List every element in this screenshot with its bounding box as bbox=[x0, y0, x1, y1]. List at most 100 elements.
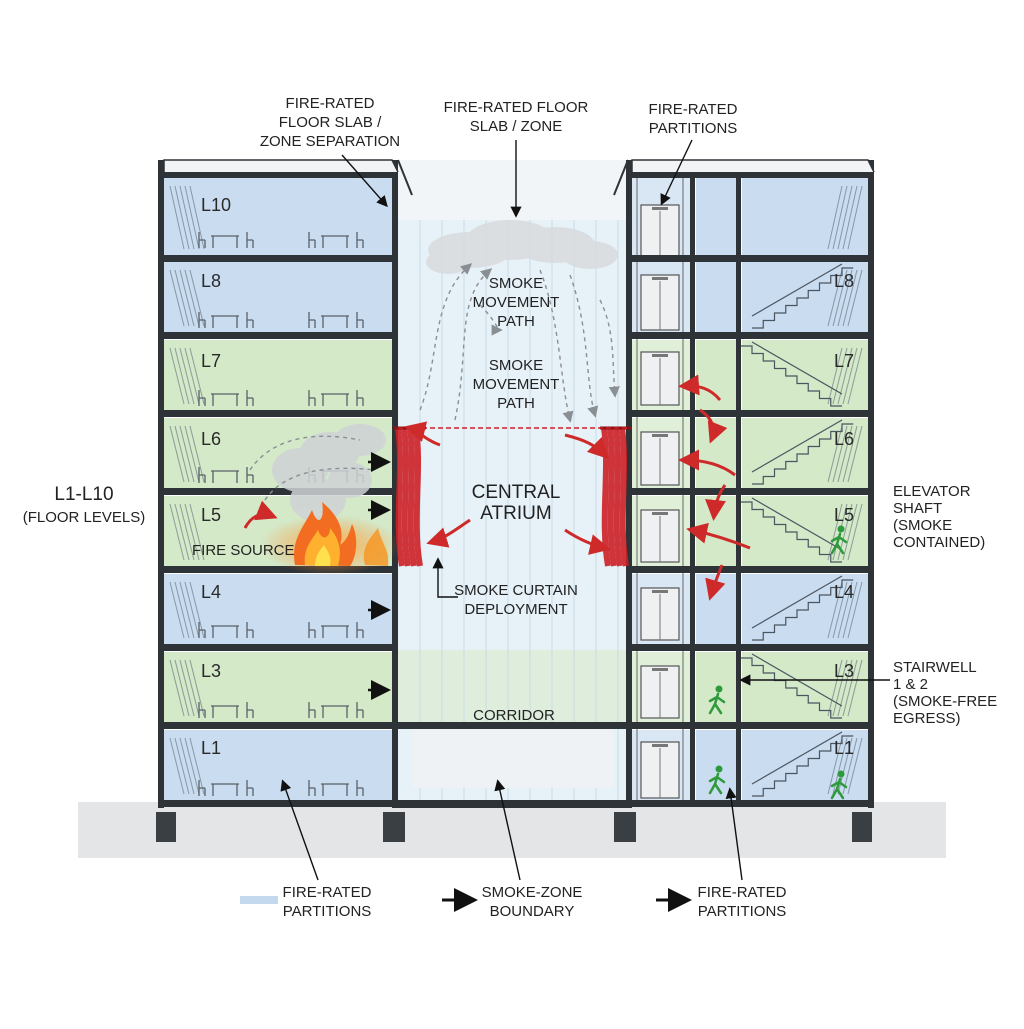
mullion bbox=[842, 269, 858, 327]
smoke-path-lower-label: MOVEMENT bbox=[473, 376, 560, 393]
stair-flight bbox=[740, 341, 843, 407]
level-label-left: L10 bbox=[201, 195, 231, 215]
left-floor-zone bbox=[164, 178, 398, 255]
smoke-path-lower-label: SMOKE bbox=[489, 357, 543, 374]
level-label-left: L4 bbox=[201, 582, 221, 602]
roof-slab bbox=[626, 172, 874, 178]
stair-flights bbox=[740, 263, 854, 797]
foundation-mid-left bbox=[383, 812, 405, 842]
level-label-left: L1 bbox=[201, 738, 221, 758]
smoke-flow-arrows bbox=[243, 374, 751, 601]
stair-handrail bbox=[751, 341, 843, 395]
mullion bbox=[169, 503, 185, 561]
stair-handrail bbox=[751, 419, 843, 473]
mullion bbox=[169, 185, 185, 250]
mullion bbox=[842, 185, 858, 250]
elevator-indicator bbox=[652, 354, 668, 357]
exit-figure-head bbox=[715, 765, 723, 773]
floor-slab bbox=[158, 410, 398, 417]
mullion bbox=[189, 269, 205, 327]
floor-levels-callout: L1-L10 bbox=[54, 484, 113, 505]
facade-mullions bbox=[169, 425, 863, 483]
atrium-base-court bbox=[412, 728, 614, 788]
floor-slab bbox=[158, 566, 398, 573]
curtain-fold bbox=[395, 427, 405, 567]
mullion bbox=[179, 659, 195, 717]
mullion bbox=[184, 269, 200, 327]
mullion bbox=[169, 347, 185, 405]
elevator-car bbox=[640, 431, 680, 486]
mullion bbox=[174, 185, 190, 250]
level-label-left: L3 bbox=[201, 661, 221, 681]
stair-flight bbox=[751, 731, 854, 797]
facade-mullions bbox=[169, 737, 863, 795]
exit-figure-head bbox=[837, 770, 845, 778]
chair bbox=[308, 622, 316, 638]
mullion bbox=[837, 185, 853, 250]
floor-slab bbox=[626, 410, 874, 417]
facade-mullions bbox=[169, 581, 863, 639]
level-label-left: L8 bbox=[201, 271, 221, 291]
exit-figure bbox=[708, 685, 726, 715]
smoke-path-upper-label: SMOKE bbox=[489, 275, 543, 292]
stair-treads bbox=[752, 423, 854, 485]
mullion bbox=[184, 581, 200, 639]
exit-figure-body bbox=[830, 777, 848, 800]
floor-slab bbox=[626, 488, 874, 495]
floor-slab bbox=[158, 255, 398, 262]
elevator-car bbox=[640, 351, 680, 406]
column bbox=[736, 176, 741, 806]
level-label-left: L7 bbox=[201, 351, 221, 371]
mullion bbox=[189, 347, 205, 405]
mullion bbox=[827, 347, 843, 405]
floor-slab bbox=[626, 255, 874, 262]
shaft-zone bbox=[696, 730, 738, 800]
stair-treads bbox=[740, 657, 842, 719]
chair bbox=[308, 232, 316, 248]
stair-flight bbox=[751, 419, 854, 485]
partitions-callout: FIRE-RATED bbox=[649, 101, 738, 118]
chair bbox=[308, 390, 316, 406]
partitions-callout: PARTITIONS bbox=[649, 120, 738, 137]
table-set bbox=[198, 780, 254, 796]
mullion bbox=[827, 503, 843, 561]
chair bbox=[246, 702, 254, 718]
mullion bbox=[847, 185, 863, 250]
mullion bbox=[169, 425, 185, 483]
evacuee-figures bbox=[708, 525, 848, 800]
mullion bbox=[174, 503, 190, 561]
curtain-fold bbox=[619, 427, 629, 567]
elevator-indicator bbox=[652, 590, 668, 593]
level-label-right: L8 bbox=[834, 271, 854, 291]
stairwell-callout: (SMOKE-FREE bbox=[893, 693, 997, 710]
chair bbox=[198, 622, 206, 638]
mullion bbox=[174, 581, 190, 639]
elevator-indicator bbox=[652, 434, 668, 437]
curtain-fold bbox=[401, 427, 411, 567]
mullion bbox=[847, 659, 863, 717]
smoke-curtain-left bbox=[394, 426, 426, 567]
table-set bbox=[198, 390, 254, 406]
mullion bbox=[184, 185, 200, 250]
column bbox=[868, 160, 874, 808]
exit-figure-head bbox=[715, 685, 723, 693]
mullion bbox=[847, 425, 863, 483]
stair-handrail bbox=[751, 263, 843, 317]
mullion bbox=[842, 503, 858, 561]
mullion bbox=[837, 347, 853, 405]
smoke-path-upper-label: PATH bbox=[497, 313, 535, 330]
facade-mullions bbox=[169, 659, 863, 717]
table-set bbox=[308, 702, 364, 718]
level-label-right: L1 bbox=[834, 738, 854, 758]
column bbox=[392, 160, 398, 808]
atrium-floor-slab bbox=[398, 800, 628, 808]
stair-flight bbox=[751, 575, 854, 641]
mullion bbox=[184, 659, 200, 717]
elevator-indicator bbox=[652, 512, 668, 515]
exit-figure bbox=[830, 770, 848, 800]
chair bbox=[246, 622, 254, 638]
smoke-path-upper-label: MOVEMENT bbox=[473, 294, 560, 311]
curtain-fold bbox=[601, 427, 611, 567]
